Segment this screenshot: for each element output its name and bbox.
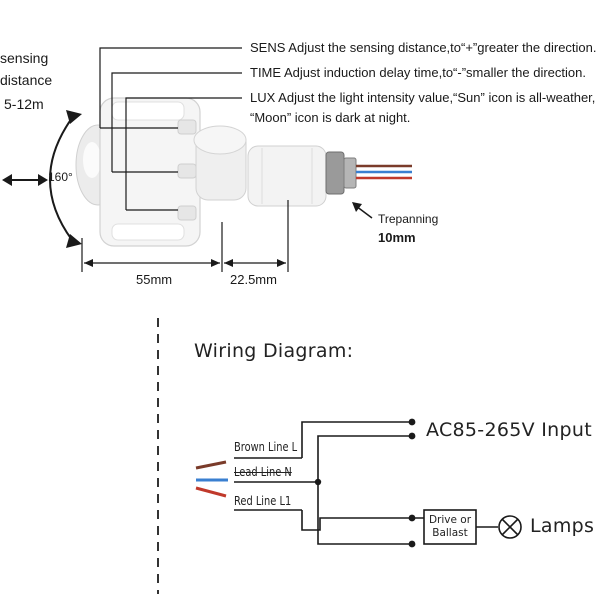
sensing-label-line1: sensing xyxy=(0,50,49,66)
lamp-symbol xyxy=(498,515,522,539)
callout-lines xyxy=(99,47,242,211)
sens-callout: SENS Adjust the sensing distance,to“+”gr… xyxy=(250,40,597,55)
range-arrowhead-left xyxy=(2,174,12,186)
red-wire-stub xyxy=(195,486,227,498)
detection-angle-arc xyxy=(49,117,73,241)
sens-leader xyxy=(99,47,242,128)
angle-label: 160° xyxy=(48,170,73,184)
sensing-range: 5-12m xyxy=(4,96,44,112)
driver-label-line1: Drive or xyxy=(428,514,472,526)
lead-line-label: Lead Line N xyxy=(234,465,292,479)
brown-line-label: Brown Line L xyxy=(234,440,298,454)
n-junction-dot xyxy=(314,478,322,486)
output-cable xyxy=(356,164,412,180)
trepanning-label: Trepanning xyxy=(378,212,439,226)
driver-terminal-in xyxy=(408,514,416,522)
lux-callout-line1: LUX Adjust the light intensity value,“Su… xyxy=(250,90,596,105)
lux-leader xyxy=(125,97,242,210)
trepanning-value: 10mm xyxy=(378,230,416,245)
lux-callout-line2: “Moon” icon is dark at night. xyxy=(250,110,411,125)
lamps-label: Lamps xyxy=(530,515,595,537)
lux-knob xyxy=(177,205,197,221)
sensor-device xyxy=(75,97,412,247)
dim-neck-label: 22.5mm xyxy=(230,272,277,287)
input-terminal-n xyxy=(408,432,416,440)
brown-wire-stub xyxy=(195,460,227,470)
driver-ballast-box xyxy=(423,509,477,545)
mount-neck xyxy=(247,145,327,207)
time-leader xyxy=(111,72,242,172)
dim-body-label: 55mm xyxy=(136,272,173,287)
arc-arrowhead-top xyxy=(66,110,82,124)
wiring-title: Wiring Diagram: xyxy=(194,340,354,362)
sensing-label-line2: distance xyxy=(0,72,53,88)
input-terminal-l xyxy=(408,418,416,426)
wiring-lines xyxy=(234,421,498,545)
input-label: AC85-265V Input xyxy=(426,419,592,441)
time-callout: TIME Adjust induction delay time,to“-”sm… xyxy=(250,65,586,80)
mount-nut xyxy=(325,151,345,195)
driver-label-line2: Ballast xyxy=(432,527,468,539)
time-knob xyxy=(177,163,197,179)
arc-arrowhead-bottom xyxy=(66,234,82,248)
red-line-label: Red Line L1 xyxy=(234,494,292,508)
sens-knob xyxy=(177,119,197,135)
driver-terminal-n xyxy=(408,540,416,548)
driver-label: Drive or Ballast xyxy=(424,514,476,540)
range-arrowhead-right xyxy=(38,174,48,186)
dimension-lines xyxy=(81,200,289,272)
